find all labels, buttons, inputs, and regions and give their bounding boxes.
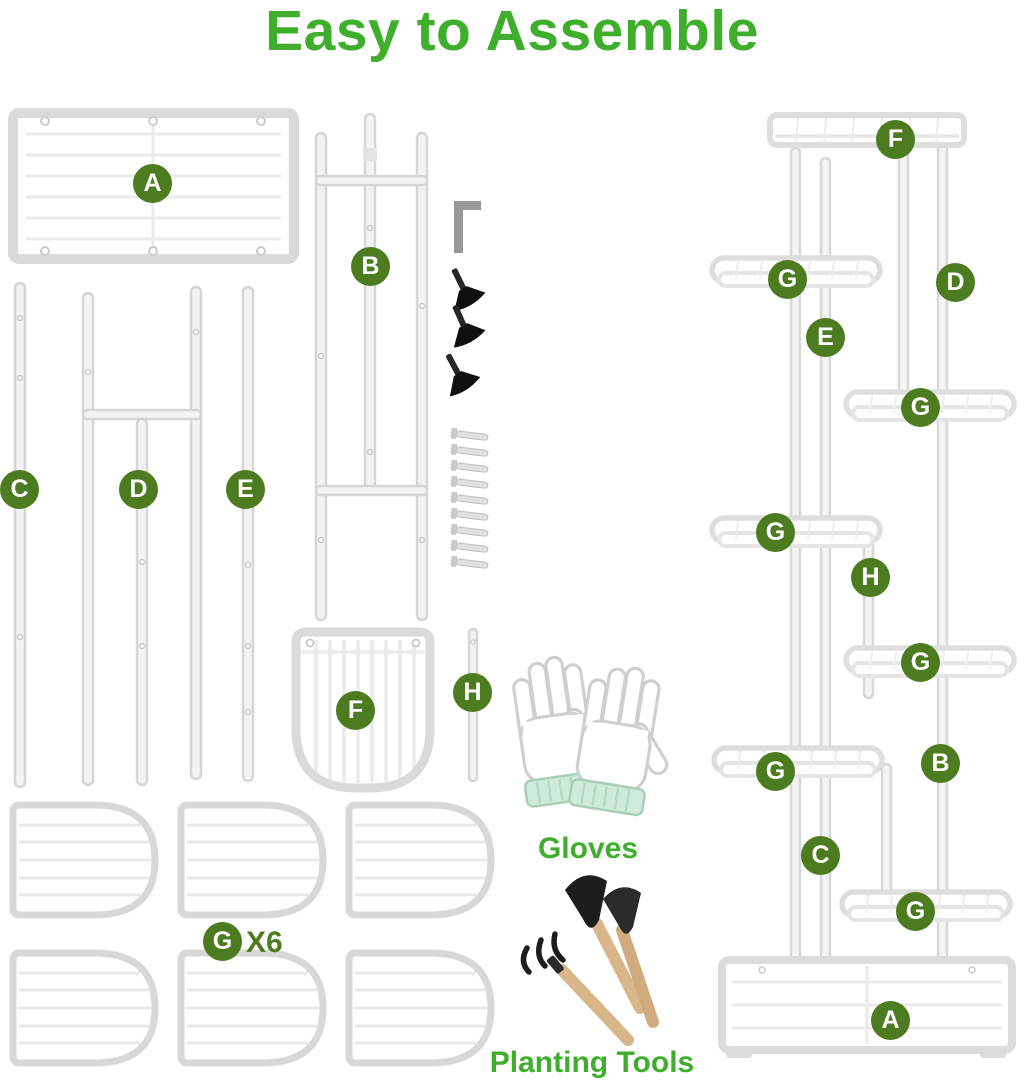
assembled-label-g-tier2: G: [901, 388, 940, 427]
part-label-e: E: [226, 470, 265, 509]
gloves-caption: Gloves: [537, 832, 639, 865]
g-shelf: [13, 953, 155, 1063]
assembled-label-c: C: [801, 836, 840, 875]
planting-tools-illustration: [520, 875, 659, 1046]
assembled-label-g-tier1: G: [768, 260, 807, 299]
g-shelf: [349, 953, 491, 1063]
part-label-c: C: [0, 470, 39, 509]
assembled-label-g-tier4: G: [901, 643, 940, 682]
stand-shelf-tier5: [714, 748, 882, 776]
g-shelf: [181, 805, 323, 915]
stand-shelf-tier3: [712, 518, 880, 546]
screws: [449, 426, 489, 572]
assembled-label-d: D: [936, 263, 975, 302]
planting-tools-caption: Planting Tools: [489, 1046, 695, 1079]
stand-top-shelf: [767, 112, 967, 148]
part-label-b: B: [351, 247, 390, 286]
assembled-label-a: A: [871, 1001, 910, 1040]
assembled-label-h: H: [851, 558, 890, 597]
assembled-label-g-tier6: G: [896, 892, 935, 931]
part-label-f: F: [336, 691, 375, 730]
assembled-label-b: B: [921, 744, 960, 783]
stand-base-panel: [718, 956, 1016, 1058]
assembled-stand: [712, 112, 1016, 1058]
part-e-pole: [241, 285, 255, 783]
part-c-pole: [13, 281, 27, 789]
part-d-frame: [81, 285, 203, 787]
page-title: Easy to Assemble: [265, 0, 759, 63]
g-quantity-label: X6: [246, 926, 283, 959]
part-b-frame: [314, 112, 429, 622]
assembled-label-g-tier3: G: [756, 513, 795, 552]
assembled-label-e: E: [806, 318, 845, 357]
assembled-label-f: F: [876, 120, 915, 159]
assembled-label-g-tier5: G: [756, 752, 795, 791]
rubber-feet: [432, 261, 488, 399]
g-shelf: [13, 805, 155, 915]
allen-wrench: [454, 201, 481, 253]
part-label-h: H: [453, 673, 492, 712]
g-shelf: [181, 953, 323, 1063]
part-label-d: D: [119, 470, 158, 509]
g-shelf: [349, 805, 491, 915]
gloves-illustration: [506, 649, 687, 821]
part-label-a: A: [133, 164, 172, 203]
part-label-g: G: [203, 922, 242, 961]
